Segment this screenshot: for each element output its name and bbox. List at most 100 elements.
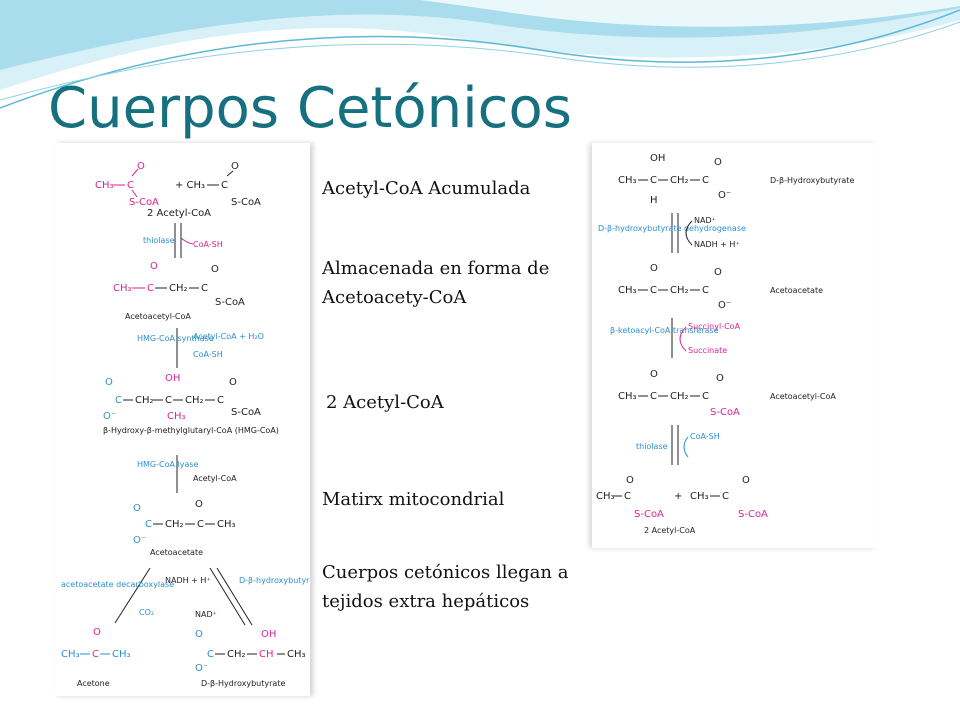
label-hydroxybutyrate-right: D-β-Hydroxybutyrate [770,176,854,185]
svg-text:O: O [650,263,658,274]
svg-text:CH₃: CH₃ [167,411,186,422]
label-hmg-synthase: HMG-CoA synthase [137,334,214,343]
note-acetyl-coa-accumulated: Acetyl-CoA Acumulada [322,178,531,199]
svg-text:C: C [217,395,224,406]
svg-text:O: O [714,267,722,278]
svg-text:S-CoA: S-CoA [231,197,261,208]
svg-text:CH₂: CH₂ [670,285,689,296]
svg-text:C: C [115,395,122,406]
svg-text:CH₃: CH₃ [217,519,236,530]
svg-text:H: H [650,195,658,206]
header-wave-decoration [0,0,960,109]
note-mitochondrial-matrix: Matirx mitocondrial [322,489,505,510]
svg-text:O: O [195,629,203,640]
svg-text:C: C [201,283,208,294]
note-stored-as-acetoacetyl-coa: Almacenada en forma de Acetoacety-CoA [322,258,550,308]
svg-text:S-CoA: S-CoA [129,197,159,208]
svg-text:O: O [231,161,239,172]
svg-text:C: C [165,395,172,406]
svg-text:O: O [650,369,658,380]
svg-text:O⁻: O⁻ [195,663,208,674]
svg-text:OH: OH [165,373,180,384]
svg-text:C: C [650,285,657,296]
label-succinate: Succinate [688,346,727,355]
svg-text:O⁻: O⁻ [103,411,116,422]
svg-text:C: C [207,649,214,660]
svg-text:C: C [147,283,154,294]
svg-text:C: C [624,491,631,502]
svg-text:C: C [127,180,134,191]
svg-text:CH₂: CH₂ [135,395,154,406]
svg-text:CH₃: CH₃ [112,649,131,660]
svg-text:C: C [145,519,152,530]
label-co2: CO₂ [139,608,154,617]
label-transferase: β-ketoacyl-CoA transferase [610,326,719,335]
svg-text:O: O [105,377,113,388]
label-nad: NAD⁺ [195,610,217,619]
label-hmg-lyase: HMG-CoA lyase [137,460,199,469]
label-2-acetyl-coa: 2 Acetyl-CoA [147,208,211,219]
svg-text:CH: CH [259,649,274,660]
note-ketone-bodies-extrahepatic: Cuerpos cetónicos llegan a tejidos extra… [322,562,569,612]
svg-text:O: O [211,264,219,275]
svg-text:+: + [674,491,682,502]
svg-text:S-CoA: S-CoA [710,407,740,418]
svg-text:CH₂: CH₂ [185,395,204,406]
label-acetyl-coa-out: Acetyl-CoA [193,474,237,483]
label-nad-right: NAD⁺ [694,216,716,225]
svg-text:O: O [626,475,634,486]
svg-text:CH₂: CH₂ [169,283,188,294]
svg-text:O: O [742,475,750,486]
svg-text:CH₃: CH₃ [61,649,80,660]
svg-text:CH₃: CH₃ [287,649,306,660]
svg-text:CH₃: CH₃ [113,283,132,294]
svg-text:C: C [702,391,709,402]
label-acetoacetyl-coa: Acetoacetyl-CoA [125,312,191,321]
label-acetone: Acetone [77,679,110,688]
svg-text:C: C [650,391,657,402]
svg-text:O: O [93,627,101,638]
svg-text:CH₂: CH₂ [227,649,246,660]
label-2-acetyl-coa-right: 2 Acetyl-CoA [644,526,696,535]
ketolysis-pathway-figure: OH O CH₃ C CH₂ C O⁻ H D-β-Hydroxybutyrat… [592,143,877,548]
svg-text:+ CH₃: + CH₃ [175,180,205,191]
svg-text:CH₂: CH₂ [670,391,689,402]
label-succinyl-coa: Succinyl-CoA [688,322,741,331]
svg-text:CH₂: CH₂ [670,175,689,186]
label-dehydrogenase-right: D-β-hydroxybutyrate dehydrogenase [598,224,746,233]
svg-text:C: C [722,491,729,502]
svg-text:C: C [650,175,657,186]
label-dehydrogenase: D-β-hydroxybutyrate dehydrogenase [239,576,310,585]
svg-text:CH₃: CH₃ [618,175,637,186]
svg-text:O: O [150,261,158,272]
svg-text:S-CoA: S-CoA [738,509,768,520]
svg-text:CH₃: CH₃ [618,391,637,402]
svg-text:OH: OH [261,629,276,640]
svg-text:O: O [229,377,237,388]
svg-text:O⁻: O⁻ [133,535,146,546]
label-thiolase-right: thiolase [636,442,668,451]
label-acetyl-coa-h2o: Acetyl-CoA + H₂O [193,332,264,341]
svg-text:C: C [221,180,228,191]
svg-text:S-CoA: S-CoA [231,407,261,418]
svg-text:OH: OH [650,153,665,164]
slide-title: Cuerpos Cetónicos [48,76,572,141]
svg-text:C: C [702,285,709,296]
label-hydroxybutyrate-left: D-β-Hydroxybutyrate [201,679,285,688]
label-decarboxylase: acetoacetate decarboxylase [61,580,174,589]
svg-text:O⁻: O⁻ [718,300,731,311]
svg-text:C: C [702,175,709,186]
svg-text:CH₃: CH₃ [690,491,709,502]
svg-text:C: C [92,649,99,660]
label-coa-sh-2: CoA-SH [193,350,223,359]
svg-text:C: C [197,519,204,530]
note-2-acetyl-coa: 2 Acetyl-CoA [326,392,444,413]
svg-text:CH₃: CH₃ [95,180,114,191]
svg-text:O: O [137,161,145,172]
label-acetoacetate-right: Acetoacetate [770,286,823,295]
label-acetoacetyl-coa-right: Acetoacetyl-CoA [770,392,836,401]
svg-text:O: O [714,157,722,168]
svg-text:S-CoA: S-CoA [215,297,245,308]
svg-text:O⁻: O⁻ [718,190,731,201]
